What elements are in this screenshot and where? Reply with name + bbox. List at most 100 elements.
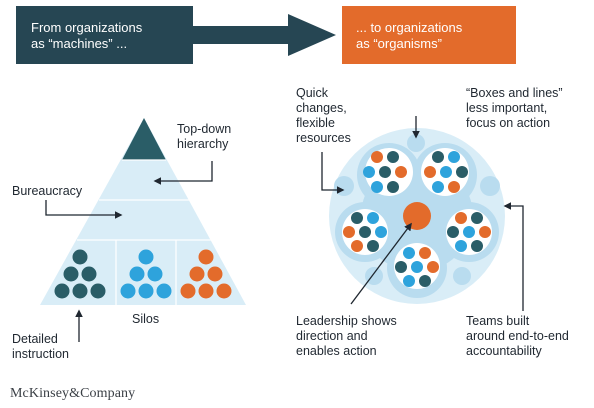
organisms-banner: [342, 6, 516, 64]
team-member-dot: [479, 226, 491, 238]
leadership-hub: [403, 202, 431, 230]
quick-changes-label: Quick changes, flexible resources: [296, 86, 351, 146]
silo-dot: [198, 283, 214, 299]
silo-dot: [180, 283, 196, 299]
organisms-banner-text: ... to organizations as “organisms”: [356, 20, 462, 52]
silos-label: Silos: [132, 312, 160, 326]
leadership-label: Leadership shows direction and enables a…: [296, 314, 397, 359]
detailed-line-2: instruction: [12, 347, 69, 361]
teams-line-2: around end-to-end: [466, 329, 569, 343]
team-member-dot: [403, 275, 415, 287]
team-member-dot: [455, 212, 467, 224]
hierarchy-pyramid: [40, 118, 246, 305]
boxes-lines-label: “Boxes and lines” less important, focus …: [466, 86, 563, 131]
team-member-dot: [359, 226, 371, 238]
team-member-dot: [463, 226, 475, 238]
team-member-dot: [375, 226, 387, 238]
organisms-line-2: as “organisms”: [356, 36, 442, 51]
teams-label: Teams built around end-to-end accountabi…: [466, 314, 569, 359]
quick-line-4: resources: [296, 131, 351, 145]
team-member-dot: [427, 261, 439, 273]
silo-dot: [198, 249, 214, 265]
team-cells: [343, 151, 491, 287]
team-member-dot: [448, 151, 460, 163]
team-member-dot: [387, 151, 399, 163]
silo-dot: [120, 283, 136, 299]
detailed-instruction-label: Detailed instruction: [12, 332, 69, 362]
silo-teal-dots: [54, 249, 106, 299]
boxes-line-2: less important,: [466, 101, 548, 115]
silo-dot: [81, 266, 97, 282]
silo-dot: [216, 283, 232, 299]
team-member-dot: [456, 166, 468, 178]
bureaucracy-arrow: [45, 200, 123, 219]
team-member-dot: [432, 181, 444, 193]
silo-dot: [54, 283, 70, 299]
silo-dot: [90, 283, 106, 299]
team-member-dot: [432, 151, 444, 163]
team-member-dot: [343, 226, 355, 238]
team-member-dot: [440, 166, 452, 178]
teams-line-3: accountability: [466, 344, 542, 358]
silo-dot: [72, 249, 88, 265]
quick-line-1: Quick: [296, 86, 328, 100]
team-member-dot: [351, 240, 363, 252]
machines-line-2: as “machines” ...: [31, 36, 128, 51]
team-member-dot: [395, 261, 407, 273]
silo-dot: [63, 266, 79, 282]
silo-dot: [189, 266, 205, 282]
team-member-dot: [351, 212, 363, 224]
top-down-line-2: hierarchy: [177, 137, 229, 151]
team-member-dot: [395, 166, 407, 178]
transition-arrow: [193, 14, 336, 56]
silo-dot: [207, 266, 223, 282]
quick-line-3: flexible: [296, 116, 335, 130]
team-member-dot: [448, 181, 460, 193]
silo-dot: [138, 249, 154, 265]
team-member-dot: [363, 166, 375, 178]
team-member-dot: [367, 212, 379, 224]
team-member-dot: [471, 212, 483, 224]
quick-line-2: changes,: [296, 101, 347, 115]
leadership-line-2: direction and: [296, 329, 368, 343]
team-member-dot: [403, 247, 415, 259]
top-down-arrow: [153, 161, 213, 185]
teams-line-1: Teams built: [466, 314, 530, 328]
machines-banner: [16, 6, 193, 64]
top-down-line-1: Top-down: [177, 122, 232, 136]
organisms-line-1: ... to organizations: [356, 20, 463, 35]
leadership-line-1: Leadership shows: [296, 314, 397, 328]
leadership-arrow: [350, 222, 412, 305]
silo-orange-dots: [180, 249, 232, 299]
silo-dot: [138, 283, 154, 299]
machines-banner-text: From organizations as “machines” ...: [31, 20, 142, 52]
mckinsey-logo: McKinsey&Company: [10, 386, 136, 401]
bureaucracy-label: Bureaucracy: [12, 184, 83, 198]
boxes-line-3: focus on action: [466, 116, 551, 130]
team-member-dot: [379, 166, 391, 178]
team-member-dot: [419, 247, 431, 259]
team-member-dot: [447, 226, 459, 238]
team-member-dot: [371, 151, 383, 163]
detailed-line-1: Detailed: [12, 332, 58, 346]
team-member-dot: [471, 240, 483, 252]
silo-sky-dots: [120, 249, 172, 299]
boxes-line-1: “Boxes and lines”: [466, 86, 563, 100]
team-member-dot: [367, 240, 379, 252]
team-member-dot: [455, 240, 467, 252]
quick-changes-arrow: [321, 152, 345, 194]
silo-dot: [147, 266, 163, 282]
teams-arrow: [503, 202, 524, 311]
top-down-label: Top-down hierarchy: [177, 122, 231, 152]
team-member-dot: [387, 181, 399, 193]
silo-dot: [72, 283, 88, 299]
leadership-line-3: enables action: [296, 344, 377, 358]
machines-line-1: From organizations: [31, 20, 143, 35]
team-member-dot: [411, 261, 423, 273]
team-member-dot: [419, 275, 431, 287]
team-member-dot: [424, 166, 436, 178]
silo-dot: [129, 266, 145, 282]
silo-dot: [156, 283, 172, 299]
team-member-dot: [371, 181, 383, 193]
